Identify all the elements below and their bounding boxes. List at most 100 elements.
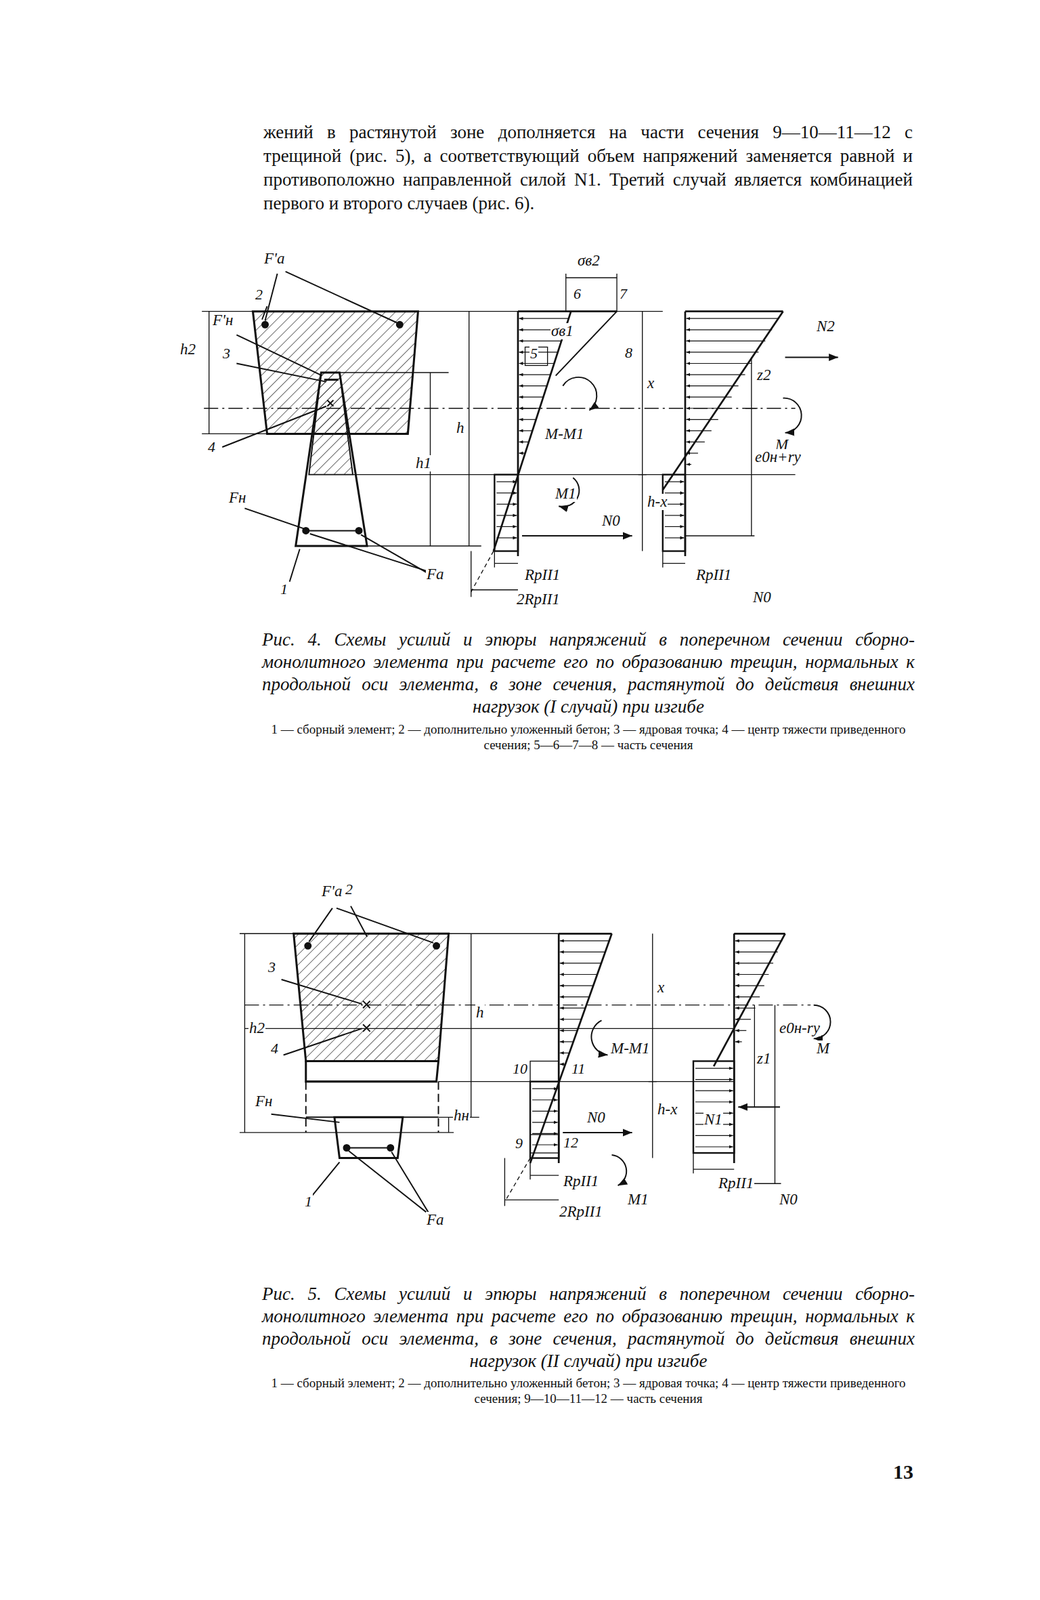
symbol-label: h-x: [656, 1100, 678, 1118]
stress-arrow: [518, 318, 569, 319]
stress-arrow: [695, 1100, 734, 1102]
stress-arrow: [664, 536, 685, 538]
figure-caption: Рис. 4. Схемы усилий и эпюры напряжений …: [262, 628, 915, 718]
stress-arrow: [735, 995, 760, 997]
callout-number: 6: [572, 285, 582, 302]
symbol-label: Fа: [425, 1211, 445, 1228]
stress-arrow: [532, 1098, 558, 1100]
stress-arrow: [695, 1078, 734, 1080]
stress-arrow: [685, 429, 711, 431]
symbol-label: Fа: [425, 566, 445, 583]
callout-number: 8: [624, 344, 634, 361]
stress-arrow: [664, 526, 685, 527]
symbol-label: h2: [179, 341, 197, 358]
stress-arrow: [518, 429, 533, 431]
stress-arrow: [735, 1007, 756, 1009]
stress-arrow: [695, 1090, 734, 1091]
symbol-label: h1: [415, 455, 432, 472]
symbol-label: z2: [756, 366, 772, 384]
symbol-label: e0н+rу: [754, 448, 802, 466]
stress-arrow: [559, 995, 590, 997]
stress-arrow: [685, 463, 692, 465]
stress-arrow: [532, 1143, 558, 1145]
stress-arrow: [685, 452, 698, 453]
stress-arrow: [559, 1018, 581, 1020]
body-text: жений в растянутой зоне дополняется на ч…: [263, 120, 913, 216]
stress-arrow: [518, 452, 525, 453]
stress-arrow: [735, 973, 770, 975]
stress-arrow: [559, 984, 594, 986]
callout-number: 10: [511, 1060, 529, 1077]
stress-arrow: [685, 396, 732, 398]
callout-number: 2: [254, 286, 264, 303]
stress-arrow: [496, 503, 517, 505]
stress-arrow: [518, 396, 544, 398]
stress-arrow: [518, 385, 547, 386]
callout-number: 4: [270, 1040, 279, 1057]
callout-number: 3: [222, 345, 231, 362]
stress-arrow: [685, 419, 718, 420]
stress-arrow: [496, 481, 517, 483]
stress-arrow: [559, 939, 610, 941]
stress-arrow: [518, 419, 536, 420]
symbol-label: RрII1: [695, 566, 732, 583]
stress-arrow: [735, 1029, 747, 1031]
callout-number: 1: [279, 580, 289, 598]
stress-arrow: [532, 1121, 558, 1122]
symbol-label: M-M1: [544, 425, 585, 443]
symbol-label: N0: [752, 589, 772, 606]
callout-number: 7: [618, 285, 628, 302]
stress-arrow: [559, 973, 598, 975]
caption-key: 1 — сборный элемент; 2 — дополнительно у…: [262, 1374, 915, 1406]
symbol-label: RрII1: [562, 1172, 600, 1189]
symbol-label: F'а: [263, 250, 286, 267]
stress-arrow: [559, 1063, 566, 1064]
stress-arrow: [685, 385, 739, 386]
stress-arrow: [532, 1110, 558, 1112]
callout-number: 5: [529, 345, 539, 362]
stress-arrow: [685, 441, 705, 443]
stress-arrow: [735, 951, 778, 952]
symbol-label: x: [656, 979, 665, 996]
symbol-label: F'н: [211, 312, 234, 329]
symbol-label: M: [815, 1040, 831, 1057]
callout-number: 12: [562, 1134, 579, 1151]
symbol-label: Fн: [254, 1092, 273, 1110]
stress-arrow: [559, 1007, 585, 1009]
stress-arrow: [518, 441, 529, 443]
symbol-label: F'а: [320, 882, 343, 900]
callout-number: 1: [304, 1193, 313, 1210]
symbol-label: N2: [815, 318, 836, 335]
stress-arrow: [532, 1088, 558, 1089]
stress-arrow: [532, 1132, 558, 1134]
stress-arrow: [695, 1145, 734, 1147]
callout-number: 3: [267, 958, 277, 975]
stress-arrow: [496, 536, 517, 538]
stress-arrow: [685, 351, 759, 353]
symbol-label: N1: [703, 1111, 724, 1128]
page-number: 13: [893, 1459, 914, 1483]
stress-arrow: [664, 514, 685, 516]
stress-arrow: [685, 329, 772, 330]
stress-arrow: [496, 526, 517, 527]
stress-arrow: [735, 1040, 743, 1042]
stress-arrow: [685, 362, 752, 364]
symbol-label: h: [475, 1004, 485, 1021]
stress-arrow: [695, 1067, 734, 1068]
stress-arrow: [559, 951, 606, 952]
symbol-label: h: [455, 419, 466, 437]
symbol-label: RрII1: [717, 1174, 755, 1191]
symbol-label: 2RрII1: [515, 591, 561, 608]
stress-arrow: [685, 318, 779, 319]
symbol-label: N0: [778, 1190, 799, 1208]
symbol-label: N0: [601, 512, 621, 529]
stress-arrow: [695, 1134, 734, 1136]
symbol-label: hн: [452, 1107, 470, 1124]
stress-arrow: [559, 962, 602, 963]
symbol-label: M1: [626, 1190, 650, 1208]
stress-arrow: [559, 1040, 574, 1042]
symbol-label: x: [646, 375, 655, 392]
symbol-label: σв2: [576, 252, 601, 269]
symbol-label: e0н-rу: [778, 1019, 821, 1036]
stress-arrow: [496, 492, 517, 493]
